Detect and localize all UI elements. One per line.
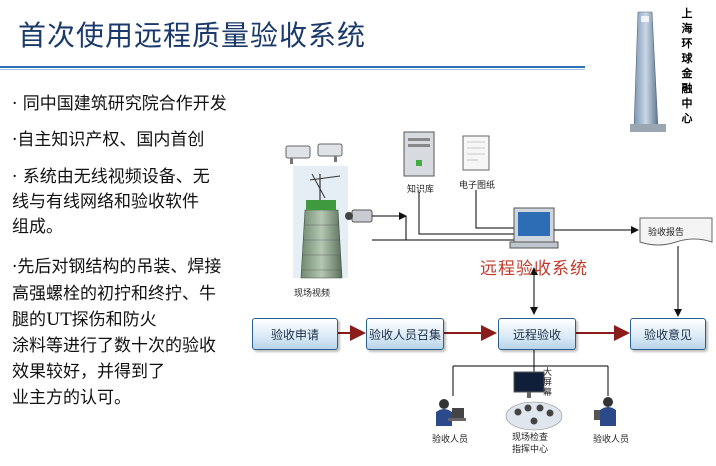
big-screen-char: 幕 (543, 388, 553, 398)
report-document-icon (639, 217, 713, 246)
tower-image (630, 4, 712, 132)
tower-char: 金 (681, 67, 693, 80)
bullet-line: · 系统由无线视频设备、无 (12, 167, 210, 187)
title-rule-light (0, 69, 585, 70)
big-screen-icon (513, 371, 545, 398)
person-left-icon (436, 399, 466, 426)
bullet-line: 涂料等进行了数十次的验收 (12, 336, 216, 356)
flow-step-convene: 验收人员召集 (366, 318, 444, 350)
title-rule (0, 66, 585, 68)
server-icon (403, 131, 435, 177)
tower-label: 上 海 环 球 金 融 中 心 (680, 6, 694, 126)
page-title: 首次使用远程质量验收系统 (18, 19, 367, 52)
command-center-label: 现场检查 指挥中心 (512, 432, 548, 456)
tower-char: 环 (681, 37, 693, 50)
big-screen-char: 大 (543, 368, 553, 378)
tower-char: 心 (681, 112, 693, 125)
report-label: 验收报告 (648, 228, 685, 238)
drawing-document-icon (462, 135, 490, 171)
flow-step-opinion: 验收意见 (630, 318, 706, 350)
person-right-icon (594, 397, 616, 426)
big-screen-char: 屏 (543, 378, 553, 388)
bullet-line: 腿的UT探伤和防火 (12, 310, 157, 330)
command-center-icon (505, 401, 563, 431)
site-video-label: 现场视频 (294, 289, 331, 299)
camcorder-icon (345, 209, 373, 223)
tower-char: 中 (681, 97, 693, 110)
system-name-label: 远程验收系统 (480, 259, 588, 279)
site-video-image (293, 166, 348, 279)
bullet-line: · 同中国建筑研究院合作开发 (12, 94, 227, 114)
tower-char: 上 (681, 7, 693, 20)
e-drawings-label: 电子图纸 (459, 181, 496, 191)
camera-icon (285, 143, 343, 164)
person-left-label: 验收人员 (432, 435, 469, 445)
big-screen-label: 大 屏 幕 (543, 368, 553, 398)
flow-step-remote-acceptance: 远程验收 (498, 318, 576, 350)
bullet-line: 组成。 (12, 217, 63, 237)
command-center-line: 现场检查 (512, 433, 549, 443)
workflow-diagram (285, 131, 713, 431)
command-center-line: 指挥中心 (512, 445, 549, 455)
bullet-line: 线与有线网络和验收软件 (12, 192, 199, 212)
tower-char: 球 (681, 52, 693, 65)
bullet-line: ·先后对钢结构的吊装、焊接 (12, 257, 222, 277)
bullet-line: 效果较好，并得到了 (12, 362, 165, 382)
flow-step-apply: 验收申请 (252, 318, 338, 350)
bullet-line: ·自主知识产权、国内首创 (12, 130, 205, 150)
bullet-line: 高强螺栓的初拧和终拧、牛 (12, 284, 216, 304)
person-right-label: 验收人员 (593, 435, 630, 445)
bullet-line: 业主方的认可。 (12, 388, 131, 408)
knowledge-base-label: 知识库 (407, 185, 435, 195)
computer-icon (509, 207, 559, 249)
tower-char: 融 (681, 82, 693, 95)
tower-char: 海 (681, 22, 693, 35)
